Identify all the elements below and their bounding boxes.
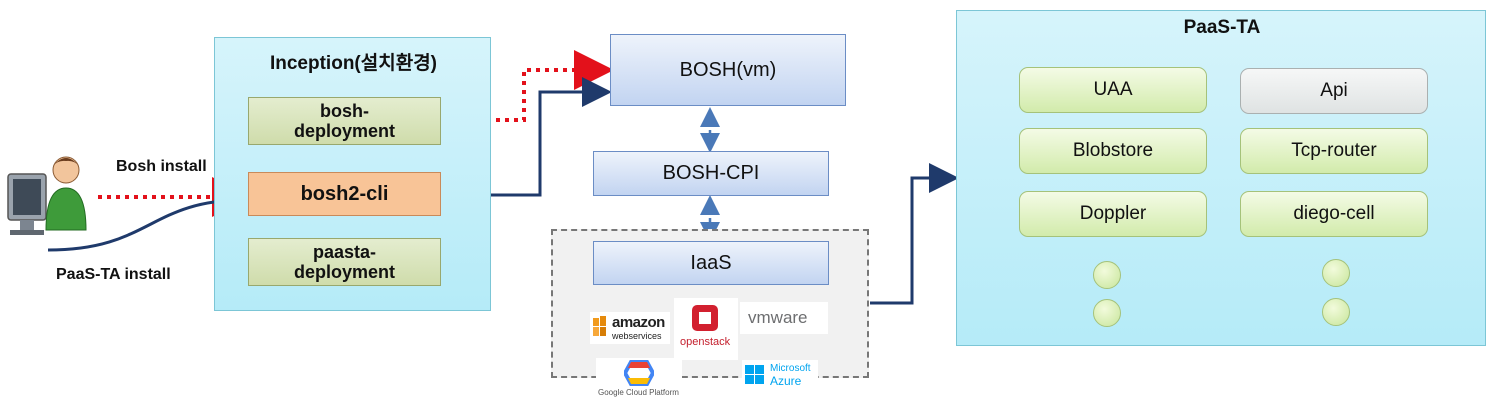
paasta-deployment-line1: paasta-: [312, 242, 377, 262]
azure-logo-text1: Microsoft: [770, 363, 811, 374]
bosh2-cli-box: bosh2-cli: [248, 172, 441, 216]
bosh-vm-box: BOSH(vm): [610, 34, 846, 106]
iaas-box: IaaS: [593, 241, 829, 285]
bosh2-cli-arrow: [442, 77, 612, 197]
google-cloud-logo: Google Cloud Platform: [596, 358, 682, 398]
paasta-install-arrow: [47, 185, 250, 252]
amazon-cube-icon: [593, 316, 606, 336]
bosh-deployment-arrow: [442, 50, 614, 122]
azure-logo: Microsoft Azure: [742, 360, 818, 390]
windows-icon: [745, 365, 764, 384]
bosh-deployment-line2: deployment: [293, 121, 395, 141]
iaas-paasta-arrow: [870, 163, 959, 305]
user-computer-icon: [2, 152, 92, 247]
paasta-panel: PaaS-TA: [956, 10, 1486, 346]
tcp-router-component: Tcp-router: [1240, 128, 1428, 174]
bosh-deployment-box: bosh- deployment: [248, 97, 441, 145]
api-component: Api: [1240, 68, 1428, 114]
more-components-dot: [1322, 259, 1350, 287]
openstack-icon: [692, 305, 718, 331]
paasta-deployment-box: paasta- deployment: [248, 238, 441, 286]
azure-logo-text2: Azure: [770, 374, 802, 388]
google-cloud-icon: [624, 360, 654, 386]
bosh-cpi-box: BOSH-CPI: [593, 151, 829, 196]
uaa-component: UAA: [1019, 67, 1207, 113]
openstack-logo: openstack: [674, 298, 738, 360]
more-components-dot: [1093, 299, 1121, 327]
inception-title: Inception(설치환경): [269, 53, 438, 74]
more-components-dot: [1322, 298, 1350, 326]
more-components-dot: [1093, 261, 1121, 289]
google-cloud-text: Google Cloud Platform: [598, 388, 679, 397]
paasta-title: PaaS-TA: [1183, 17, 1261, 38]
vmware-logo: vmware: [740, 302, 828, 334]
paasta-install-label: PaaS-TA install: [56, 266, 171, 283]
bosh-install-label: Bosh install: [116, 158, 207, 175]
blobstore-component: Blobstore: [1019, 128, 1207, 174]
amazon-logo-text: amazon: [612, 314, 665, 331]
diego-cell-component: diego-cell: [1240, 191, 1428, 237]
paasta-deployment-line2: deployment: [293, 262, 395, 282]
amazon-logo-subtext: webservices: [612, 331, 662, 341]
openstack-logo-text: openstack: [680, 336, 731, 348]
doppler-component: Doppler: [1019, 191, 1207, 237]
bosh-deployment-line1: bosh-: [320, 101, 369, 121]
vmware-logo-text: vmware: [748, 308, 808, 327]
amazon-logo: amazon webservices: [590, 312, 670, 344]
